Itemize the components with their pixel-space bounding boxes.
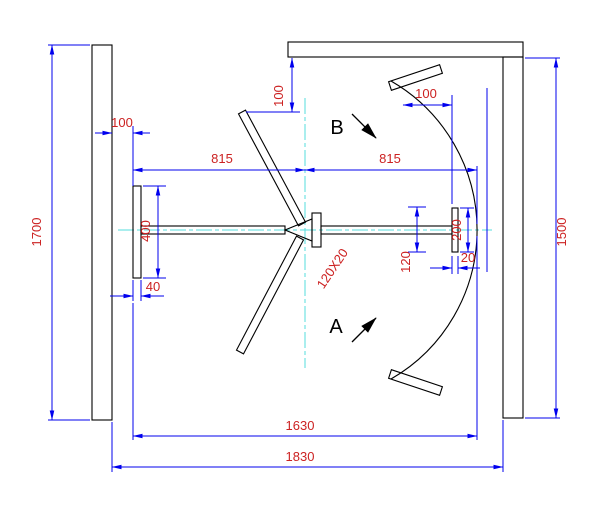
dim-1700-label: 1700 [29, 218, 44, 247]
right-post-outline [502, 56, 524, 419]
view-b-arrow [351, 113, 377, 139]
view-b-label: B [330, 117, 343, 139]
arc-arm-top [387, 64, 444, 91]
arc-arm-bottom [387, 369, 444, 396]
dim-1500-label: 1500 [554, 218, 569, 247]
view-a-arrow [351, 317, 377, 343]
dim-100-top-label: 100 [271, 85, 286, 107]
lower-arm-bar [235, 235, 305, 355]
dim-40-label: 40 [146, 279, 160, 294]
end-plate-outline [451, 207, 459, 253]
dim-815-left-label: 815 [211, 151, 233, 166]
dim-1630-label: 1630 [286, 418, 315, 433]
dim-120x20-label: 120X20 [314, 246, 352, 292]
dim-815-right-label: 815 [379, 151, 401, 166]
dim-100-topright-label: 100 [415, 86, 437, 101]
dim-200-label: 200 [449, 219, 464, 241]
dim-20-label: 20 [461, 250, 475, 265]
upper-arm-bar [237, 109, 307, 227]
top-rail-outline [287, 41, 524, 58]
left-post-outline [91, 44, 113, 421]
dim-100-left-label: 100 [111, 115, 133, 130]
dim-1830-label: 1830 [286, 449, 315, 464]
dim-120-label: 120 [398, 251, 413, 273]
view-a-label: A [329, 316, 343, 338]
swing-arc [390, 80, 478, 380]
dim-400-label: 400 [138, 220, 153, 242]
